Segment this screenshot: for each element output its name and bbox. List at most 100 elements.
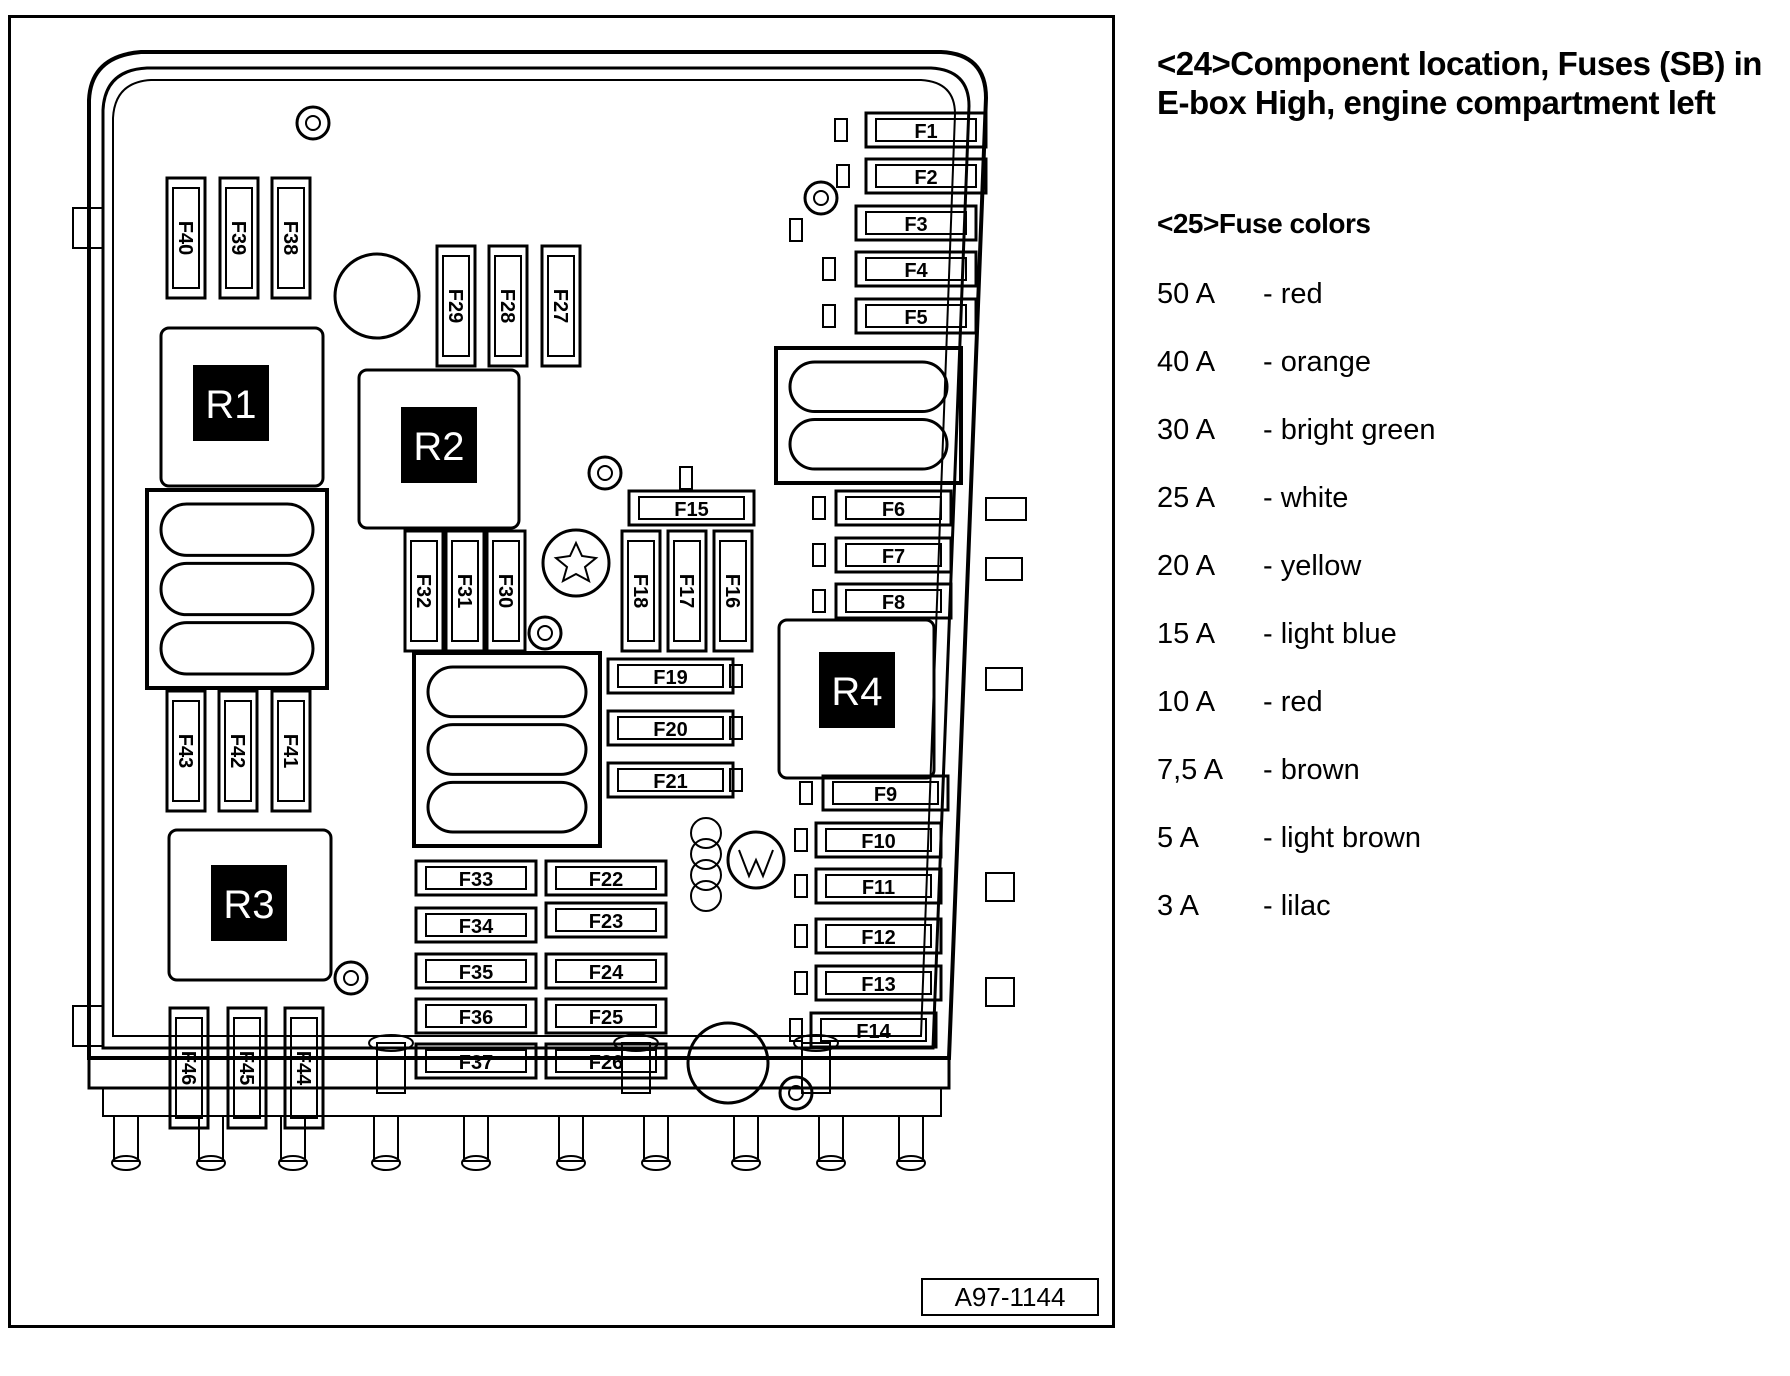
fuse-body: [845, 496, 942, 520]
mega-fuse-block-center: [412, 651, 602, 848]
fuse-label: F25: [589, 1007, 623, 1029]
terminal-post: [801, 1042, 831, 1094]
fuse-label: F8: [882, 592, 905, 614]
fuse-body: [875, 118, 977, 142]
fuse-body: [451, 540, 479, 642]
fuse-label: F16: [721, 574, 743, 608]
audi-ring-icon: [690, 880, 722, 912]
fuse-body: [442, 255, 470, 357]
fuse-label: F36: [459, 1007, 493, 1029]
fuse-housing: [218, 176, 260, 300]
fuse-label: F18: [629, 574, 651, 608]
star-bolt-icon: [541, 528, 611, 598]
connector-pin-tip: [278, 1155, 308, 1171]
relay-label-plate: [401, 407, 477, 483]
fuse-body: [425, 913, 527, 937]
connector-pin: [818, 1115, 844, 1162]
screw-head-icon: [597, 465, 613, 481]
fuse-lobe: [426, 665, 588, 719]
fuse-housing: [854, 204, 978, 242]
fuse-housing: [444, 529, 486, 653]
connector-pin: [733, 1115, 759, 1162]
fuse-housing: [821, 774, 950, 812]
side-clip: [985, 667, 1023, 691]
page-title: <24>Component location, Fuses (SB) in E-…: [1157, 45, 1762, 121]
fuse-label: F20: [653, 719, 687, 741]
fuse-body: [555, 908, 657, 932]
fuse-amperage: 15 A: [1157, 618, 1216, 650]
fuse-housing: [834, 582, 953, 620]
fuse-housing: [606, 761, 735, 799]
screw-head-icon: [305, 115, 321, 131]
screw-head-icon: [813, 190, 829, 206]
fuse-housing: [544, 901, 668, 939]
fuse-body: [617, 716, 724, 740]
fuse-label: F4: [904, 260, 928, 282]
connector-pin-tip: [731, 1155, 761, 1171]
fuse-terminal-tab: [812, 543, 826, 567]
fuse-body: [547, 255, 575, 357]
fuse-label: F3: [904, 214, 927, 236]
fuse-body: [865, 257, 967, 281]
fuse-label: F30: [494, 574, 516, 608]
connector-pin: [463, 1115, 489, 1162]
fuse-color-name: - light brown: [1263, 822, 1421, 854]
side-clip: [72, 1005, 104, 1047]
figure-reference: A97-1144: [921, 1278, 1099, 1316]
fuse-housing: [606, 709, 735, 747]
relay-housing: [167, 828, 333, 982]
connector-pin-tip: [556, 1155, 586, 1171]
fuse-amperage: 20 A: [1157, 550, 1216, 582]
fuse-housing: [403, 529, 445, 653]
fuse-terminal-tab: [836, 164, 850, 188]
fuse-housing: [834, 536, 953, 574]
fuse-label: F17: [675, 574, 697, 608]
fuse-label: F15: [674, 499, 708, 521]
fuse-color-name: - orange: [1263, 346, 1372, 378]
side-clip: [985, 557, 1023, 581]
fuse-lobe: [788, 418, 949, 471]
fuse-body: [845, 589, 942, 613]
side-clip: [985, 977, 1015, 1007]
fuse-housing: [487, 244, 529, 368]
fuse-housing: [814, 917, 943, 955]
connector-pin-tip: [816, 1155, 846, 1171]
fuse-housing: [864, 111, 988, 149]
fuse-housing: [864, 157, 988, 195]
fuse-label: F27: [549, 289, 571, 323]
fuse-body: [865, 304, 967, 328]
fuse-body: [277, 187, 305, 289]
fuse-label: F10: [861, 831, 895, 853]
connector-pin: [113, 1115, 139, 1162]
fuse-body: [172, 187, 200, 289]
fuse-housing: [854, 297, 978, 335]
fuse-color-name: - brown: [1263, 754, 1360, 786]
fuse-amperage: 30 A: [1157, 414, 1216, 446]
terminal-post: [376, 1042, 406, 1094]
screw-icon: [778, 1075, 814, 1111]
fuse-color-name: - yellow: [1263, 550, 1362, 582]
fuse-body: [627, 540, 655, 642]
fuse-terminal-tab: [834, 118, 848, 142]
fuse-body: [825, 874, 932, 898]
fuse-body: [845, 543, 942, 567]
fuse-label: F46: [177, 1051, 199, 1085]
relay-label-plate: [211, 865, 287, 941]
fuse-body: [825, 828, 932, 852]
fuse-body: [225, 187, 253, 289]
relay-label: R1: [205, 383, 256, 427]
fuse-housing: [165, 176, 207, 300]
fuse-amperage: 50 A: [1157, 278, 1216, 310]
fuse-housing: [666, 529, 708, 653]
connector-pin-tip: [111, 1155, 141, 1171]
fuse-housing: [854, 250, 978, 288]
fuse-body: [175, 1017, 203, 1119]
connector-pin-tip: [461, 1155, 491, 1171]
mega-fuse-block-right: [774, 346, 963, 485]
fuse-label: F1: [914, 121, 937, 143]
fuse-label: F45: [235, 1051, 257, 1085]
fuse-label: F26: [589, 1052, 623, 1074]
fuse-terminal-tab: [794, 828, 808, 852]
fuse-terminal-tab: [794, 971, 808, 995]
connector-pin: [373, 1115, 399, 1162]
